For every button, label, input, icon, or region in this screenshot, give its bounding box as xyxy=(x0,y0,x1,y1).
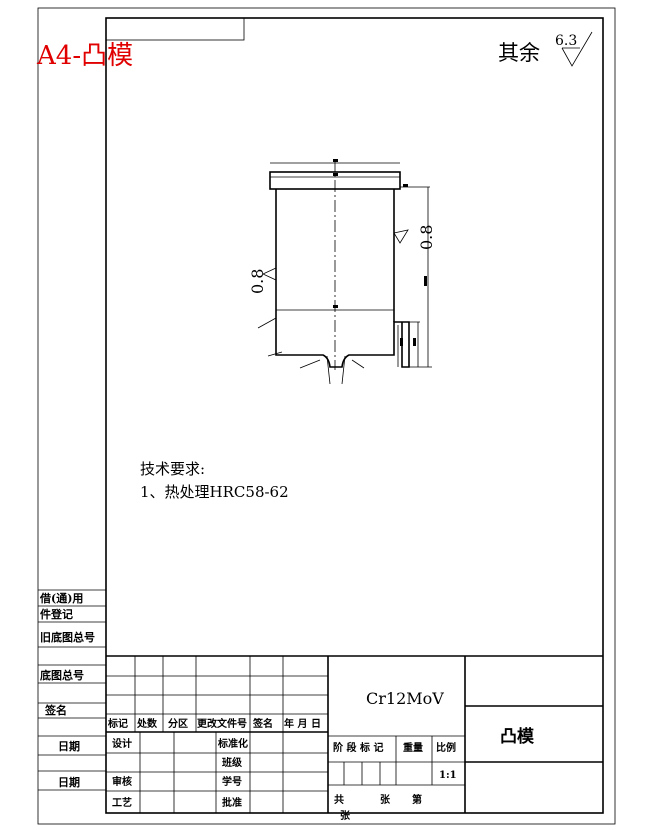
label-approve: 批准 xyxy=(222,796,242,809)
code-box xyxy=(105,17,245,41)
header-sign: 签名 xyxy=(252,717,273,730)
scale-value: 1:1 xyxy=(439,770,457,781)
label-date-1: 日期 xyxy=(58,739,80,753)
label-weight: 重量 xyxy=(403,741,423,754)
surface-note: 其余 xyxy=(498,41,540,65)
tech-title: 技术要求: xyxy=(140,460,205,478)
tech-item-1: 1、热处理HRC58-62 xyxy=(140,483,289,501)
roughness-right: 0.8 xyxy=(417,225,436,250)
title-block-grid xyxy=(106,655,603,813)
label-design: 设计 xyxy=(112,737,132,750)
surface-roughness-icon xyxy=(561,31,593,67)
roughness-left: 0.8 xyxy=(248,269,267,294)
header-count: 处数 xyxy=(136,717,158,730)
left-margin xyxy=(38,589,106,791)
label-signature: 签名 xyxy=(44,703,67,717)
surface-value: 6.3 xyxy=(555,33,577,49)
inner-frame xyxy=(105,17,604,814)
label-sheet-no: 第 xyxy=(412,793,422,806)
outer-frame xyxy=(37,7,616,825)
label-borrow: 借(通)用 xyxy=(39,591,83,605)
label-review: 审核 xyxy=(112,775,132,788)
label-process: 工艺 xyxy=(112,796,132,809)
label-sheets-unit: 张 xyxy=(380,793,391,806)
label-standardize: 标准化 xyxy=(217,737,248,750)
material: Cr12MoV xyxy=(366,689,444,708)
label-sheet-unit: 张 xyxy=(340,809,351,822)
part-drawing xyxy=(257,159,432,385)
label-stage: 阶 段 标 记 xyxy=(333,741,383,754)
header-zone: 分区 xyxy=(168,717,188,730)
header-mark: 标记 xyxy=(107,717,128,730)
label-class: 班级 xyxy=(222,756,243,769)
label-sheets-total: 共 xyxy=(334,793,344,806)
corner-label: A4-凸模 xyxy=(36,41,133,71)
part-name: 凸模 xyxy=(500,726,535,747)
label-student-no: 学号 xyxy=(222,775,242,788)
label-register: 件登记 xyxy=(40,607,73,621)
label-old-drawing-no: 旧底图总号 xyxy=(40,630,95,644)
header-date: 年 月 日 xyxy=(284,717,321,730)
label-drawing-no: 底图总号 xyxy=(40,668,84,682)
label-date-2: 日期 xyxy=(58,775,80,789)
label-scale: 比例 xyxy=(436,741,456,754)
header-change-doc: 更改文件号 xyxy=(197,717,247,730)
